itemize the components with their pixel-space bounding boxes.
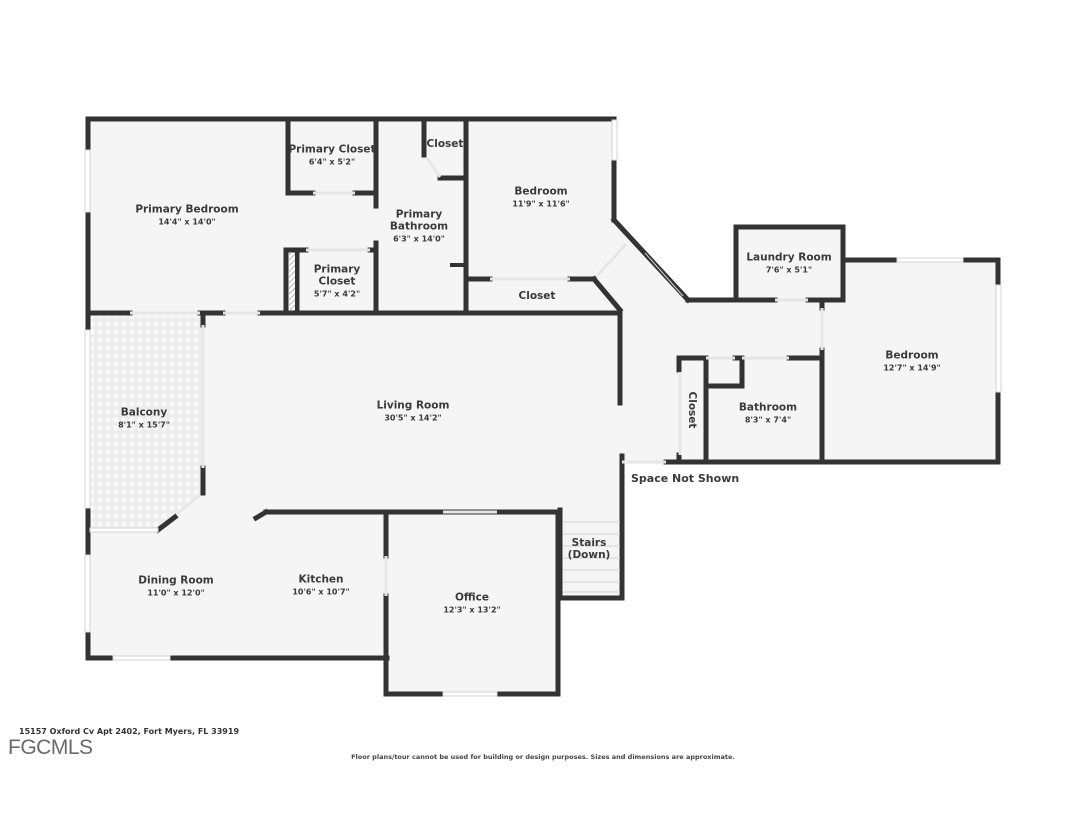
room-name: Balcony (120, 406, 168, 419)
room-dimensions: 10'6" x 10'7" (292, 587, 350, 597)
room-name: Primary Bedroom (135, 203, 239, 216)
room-dimensions: 8'1" x 15'7" (118, 420, 170, 430)
room-name: Closet (426, 137, 464, 150)
room-name-line-1: Primary (395, 208, 443, 221)
room-dimensions: 14'4" x 14'0" (158, 217, 216, 227)
room-dimensions: 11'9" x 11'6" (512, 199, 570, 209)
door-openings (130, 191, 824, 596)
room-name: Bathroom (738, 401, 798, 414)
room-label-laundry-room: Laundry Room 7'6" x 5'1" (746, 251, 831, 274)
room-name: Laundry Room (746, 251, 832, 264)
room-label-balcony: Balcony 8'1" x 15'7" (118, 406, 170, 429)
room-dimensions: 7'6" x 5'1" (765, 265, 813, 275)
room-label-primary-closet-2: Primary Closet 5'7" x 4'2" (314, 263, 361, 298)
room-label-dining-room: Dining Room 11'0" x 12'0" (138, 574, 214, 597)
room-name: Living Room (376, 399, 450, 412)
walls (85, 116, 1001, 697)
room-dimensions: 6'3" x 14'0" (393, 234, 445, 244)
room-name: Office (455, 591, 489, 604)
room-label-bedroom-3: Bedroom 12'7" x 14'9" (883, 349, 940, 372)
room-name: Dining Room (138, 574, 214, 587)
room-name: Closet (686, 391, 699, 429)
room-label-primary-bathroom: Primary Bathroom 6'3" x 14'0" (390, 208, 448, 243)
room-label-primary-bedroom: Primary Bedroom 14'4" x 14'0" (135, 203, 238, 226)
room-label-hall-closet: Closet (686, 392, 698, 429)
room-label-primary-closet-1: Primary Closet 6'4" x 5'2" (288, 143, 375, 166)
room-dimensions: 8'3" x 7'4" (744, 415, 792, 425)
windows (84, 119, 1002, 697)
room-name-line-1: Primary (313, 263, 361, 276)
room-name-line-1: Stairs (571, 536, 607, 549)
room-dimensions: 30'5" x 14'2" (384, 413, 442, 423)
room-label-office: Office 12'3" x 13'2" (443, 591, 500, 614)
mls-logo: FGCMLS (8, 736, 93, 759)
room-dimensions: 6'4" x 5'2" (308, 157, 356, 167)
room-label-bath-closet: Closet (427, 138, 464, 150)
floor-fills (88, 119, 998, 694)
room-name: Closet (518, 289, 556, 302)
room-label-kitchen: Kitchen 10'6" x 10'7" (292, 573, 349, 596)
room-name: Primary Closet (288, 143, 376, 156)
disclaimer-text: Floor plans/tour cannot be used for buil… (351, 753, 735, 761)
room-name-line-2: Closet (318, 275, 356, 288)
room-label-living-room: Living Room 30'5" x 14'2" (377, 399, 450, 422)
room-name-line-2: Bathroom (389, 220, 449, 233)
room-label-stairs: Stairs (Down) (568, 537, 611, 561)
room-dimensions: 12'3" x 13'2" (443, 605, 501, 615)
room-name-line-2: (Down) (567, 549, 611, 561)
room-name: Bedroom (514, 185, 568, 198)
property-address: 15157 Oxford Cv Apt 2402, Fort Myers, FL… (19, 727, 240, 736)
room-label-bathroom: Bathroom 8'3" x 7'4" (739, 401, 797, 424)
room-label-bedroom-2: Bedroom 11'9" x 11'6" (512, 185, 569, 208)
room-label-bedroom-closet: Closet (519, 290, 556, 302)
room-name: Bedroom (885, 349, 939, 362)
room-dimensions: 11'0" x 12'0" (147, 588, 205, 598)
room-dimensions: 5'7" x 4'2" (313, 289, 361, 299)
space-not-shown-label: Space Not Shown (631, 472, 740, 485)
room-dimensions: 12'7" x 14'9" (883, 363, 941, 373)
room-name: Kitchen (298, 573, 344, 586)
